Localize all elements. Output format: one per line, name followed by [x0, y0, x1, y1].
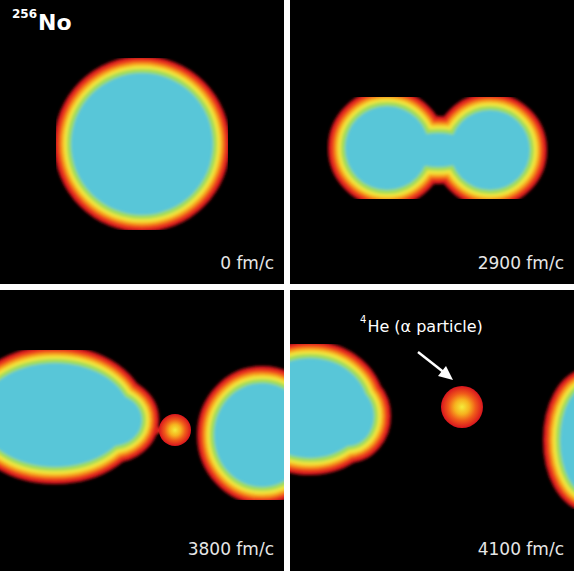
density-shape	[322, 386, 374, 446]
time-stamp: 4100 fm/c	[478, 541, 564, 558]
time-stamp: 0 fm/c	[220, 255, 274, 272]
density-shape	[82, 394, 142, 446]
density-shape	[82, 394, 142, 446]
particle-label: He (α particle)	[367, 319, 482, 335]
density-shape	[560, 385, 574, 495]
density-shape	[404, 133, 472, 167]
nucleus-density	[0, 363, 310, 487]
density-shape	[322, 386, 374, 446]
alpha-particle	[441, 386, 483, 428]
density-shape	[71, 73, 213, 215]
alpha-fragment	[159, 414, 191, 446]
density-shape	[71, 73, 213, 215]
nucleus-density	[345, 106, 530, 190]
arrow-head	[438, 366, 453, 380]
density-shape	[404, 133, 472, 167]
density-shape	[322, 386, 374, 446]
frame-panel	[0, 290, 310, 571]
density-shape	[82, 394, 142, 446]
density-shape	[560, 385, 574, 495]
density-shape	[560, 385, 574, 495]
time-stamp: 3800 fm/c	[188, 541, 274, 558]
mass-number: 4	[360, 315, 366, 325]
density-shape	[560, 385, 574, 495]
frame-panel	[252, 290, 574, 571]
density-shape	[322, 386, 374, 446]
density-shape	[71, 73, 213, 215]
leader-arrow	[418, 352, 446, 374]
density-shape	[404, 133, 472, 167]
density-shape	[71, 73, 213, 215]
element-symbol: No	[38, 12, 72, 34]
density-shape	[560, 385, 574, 495]
density-shape	[82, 394, 142, 446]
time-stamp: 2900 fm/c	[478, 255, 564, 272]
density-shape	[82, 394, 142, 446]
density-shape	[82, 394, 142, 446]
density-shape	[71, 73, 213, 215]
density-shape	[71, 73, 213, 215]
mass-number: 256	[12, 8, 37, 20]
nucleus-density	[71, 73, 213, 215]
density-shape	[404, 133, 472, 167]
frame-panel	[290, 0, 574, 284]
nucleus-density	[252, 358, 574, 495]
density-shape	[322, 386, 374, 446]
density-shape	[404, 133, 472, 167]
density-shape	[322, 386, 374, 446]
density-shape	[560, 385, 574, 495]
frame-panel	[0, 0, 284, 284]
density-shape	[404, 133, 472, 167]
